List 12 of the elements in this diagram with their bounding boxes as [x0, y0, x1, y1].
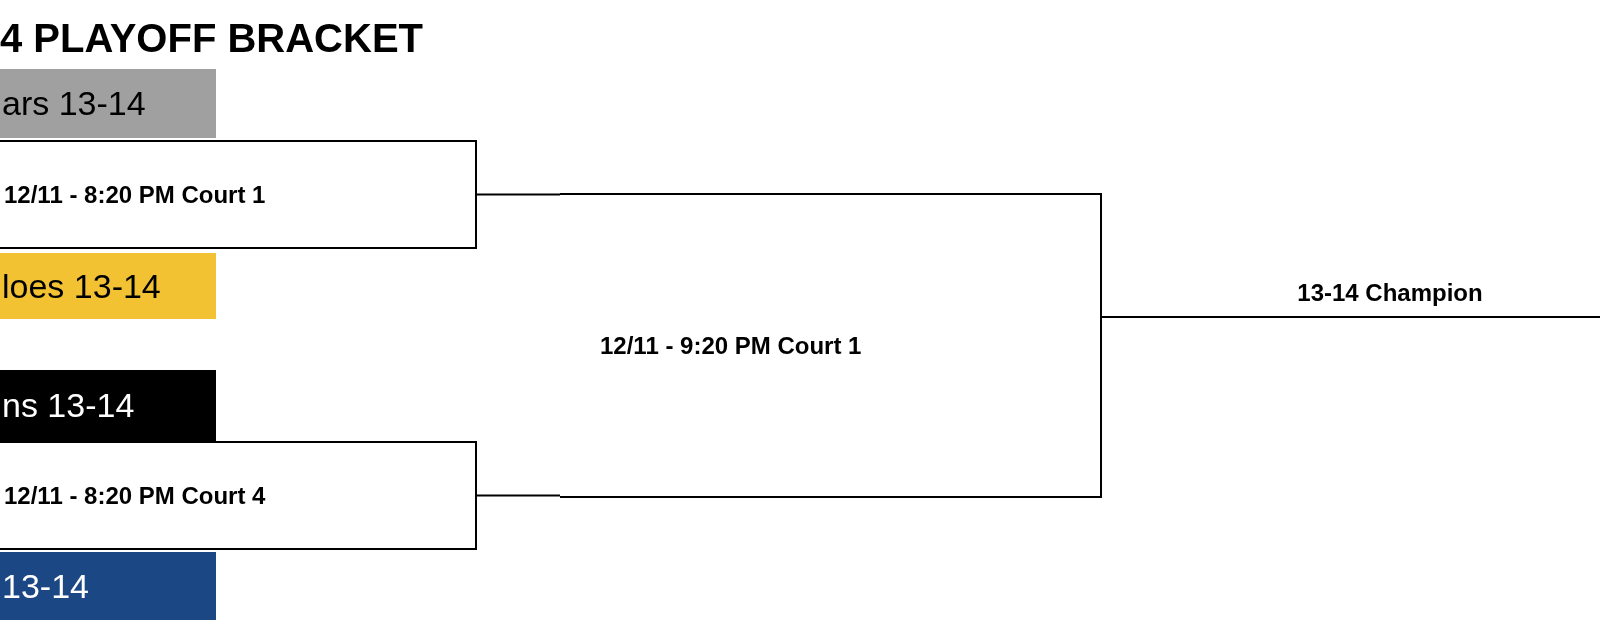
bracket-line — [476, 193, 561, 196]
team-box: 13-14 — [0, 552, 216, 620]
champion-line: 13-14 Champion — [1180, 270, 1600, 318]
game-box: 12/11 - 8:20 PM Court 1 — [0, 140, 477, 249]
team-box: ns 13-14 — [0, 370, 216, 441]
bracket-line — [1101, 316, 1181, 318]
title: 4 PLAYOFF BRACKET — [0, 16, 423, 61]
bracket-box: 12/11 - 9:20 PM Court 1 — [560, 193, 1102, 498]
team-box: loes 13-14 — [0, 253, 216, 319]
team-box: ars 13-14 — [0, 69, 216, 138]
bracket-line — [476, 494, 561, 497]
game-box: 12/11 - 8:20 PM Court 4 — [0, 441, 477, 550]
